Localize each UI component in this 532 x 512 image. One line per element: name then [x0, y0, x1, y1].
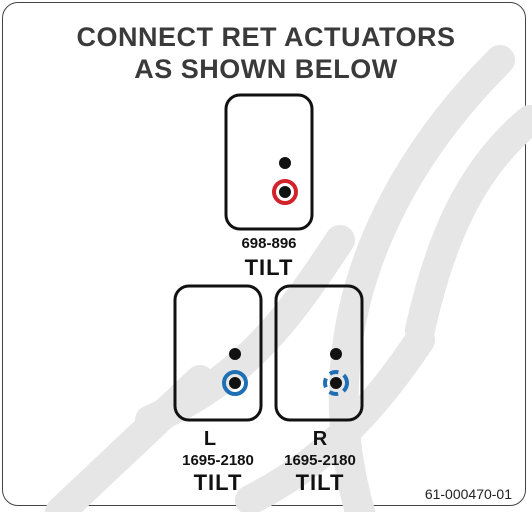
left-port-side: L — [203, 428, 217, 450]
top-port-mode: TILT — [244, 255, 294, 280]
right-port-ring — [323, 370, 349, 396]
left-port-upper-pin — [229, 348, 241, 360]
right-port-side: R — [312, 428, 328, 450]
left-port-range: 1695-2180 — [182, 452, 254, 469]
top-port-center-pin — [279, 186, 291, 198]
right-port-housing — [274, 284, 364, 422]
watermark — [45, 45, 532, 512]
right-port-range: 1695-2180 — [284, 452, 356, 469]
right-port-upper-pin — [330, 348, 342, 360]
top-port-upper-pin — [279, 157, 291, 169]
right-port-mode: TILT — [295, 470, 345, 495]
left-port-mode: TILT — [193, 470, 243, 495]
top-port-housing — [224, 93, 314, 231]
right-port-center-pin — [330, 377, 342, 389]
heading-line-2: AS SHOWN BELOW — [134, 54, 398, 84]
heading-line-1: CONNECT RET ACTUATORS — [76, 22, 456, 52]
left-port-center-pin — [229, 377, 241, 389]
part-number: 61-000470-01 — [424, 486, 512, 502]
top-port-range: 698-896 — [241, 235, 297, 252]
left-port-housing — [173, 284, 263, 422]
left-port-ring — [222, 370, 248, 396]
top-port-ring — [272, 179, 298, 205]
